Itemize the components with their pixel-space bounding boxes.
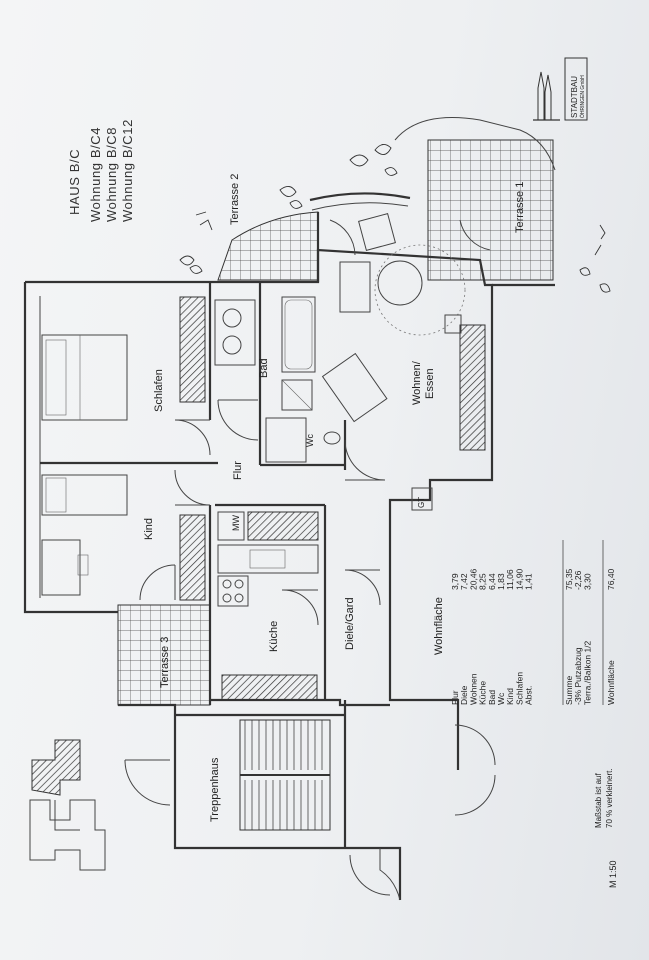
room-label-kind: Kind [143,518,155,540]
area-row-label: Wohnen [468,673,478,705]
room-label-diele: Diele/Gard [344,597,356,650]
room-label-mw: MW [231,515,241,531]
stove [217,575,249,607]
scale-note-1: Maßstab ist auf [594,773,603,828]
room-label-wc: Wc [305,434,315,447]
room-label-terrasse-2: Terrasse 2 [229,174,241,225]
room-label-wohnen: Wohnen/Essen [411,360,436,405]
logo-subtext: ÖHRINGEN GmbH [579,75,586,118]
area-row-label: Kind [505,688,515,705]
area-row-value: 14,90 [514,568,524,590]
room-label-terrasse-1: Terrasse 1 [514,182,526,233]
area-sum-label: Summe [564,675,574,705]
double-sink [214,299,256,366]
area-row-label: Wc [496,692,506,705]
area-row-value: 11,06 [505,569,515,590]
staircase [239,719,331,831]
apartment-2: Wohnung B/C8 [104,127,119,222]
area-sum-value: 75,35 [564,568,574,590]
shower [281,379,313,411]
area-sum-label: -3% Putzabzug [573,647,583,705]
microwave-cabinet [217,511,245,541]
area-sum-value: -2,26 [573,570,583,590]
room-label-flur: Flur [232,461,244,480]
room-label-kueche: Küche [268,621,280,652]
wall-unit [459,324,486,451]
area-sum-label: Terra./Balkon 1/2 [582,640,592,705]
double-bed [41,334,128,421]
room-label-bad: Bad [258,358,270,378]
area-sum-value: 3,30 [582,573,592,590]
kind-wardrobe [179,514,206,601]
single-bed [41,474,128,516]
logo-text: STADTBAU [570,76,579,118]
area-row-label: Diele [459,685,469,705]
area-row-value: 6,44 [487,573,497,590]
area-total-value: 76,40 [606,568,616,590]
terrasse-2-area [217,192,411,281]
plants [179,144,611,293]
toilet [323,431,341,445]
site-orientation-plan [29,739,106,871]
area-row-label: Flur [450,690,460,705]
bathtub [281,296,316,373]
terrasse-1-area [394,117,556,281]
area-row-value: 20,46 [468,568,478,590]
desk [41,539,81,596]
area-row-label: Küche [478,681,488,705]
stadtbau-logo: STADTBAU ÖHRINGEN GmbH [533,57,588,121]
area-row-label: Schlafen [514,672,524,705]
area-row-value: 7,42 [459,573,469,590]
room-label-gt: GT [417,497,426,508]
scale-note-2: 70 % verkleinert. [605,768,614,828]
area-row-value: 1,83 [496,573,506,590]
doors [124,219,496,896]
area-row-label: Bad [487,690,497,705]
stair-outline [239,719,331,831]
scale-label: M 1:50 [608,860,618,888]
area-row-value: 1,41 [524,573,534,590]
area-total-label: Wohnfläche [606,660,616,705]
outer-walls [23,212,555,901]
room-label-terrasse-3: Terrasse 3 [159,637,171,688]
area-table-title: Wohnfläche [433,597,445,655]
apartment-1: Wohnung B/C4 [88,127,103,222]
area-row-value: 3,79 [450,573,460,590]
kitchen-counter [217,544,319,574]
area-row-label: Abst. [524,686,534,705]
armchair [358,213,396,251]
wardrobe [179,296,206,403]
dining-table [321,352,388,423]
room-label-schlafen: Schlafen [153,369,165,412]
round-table [377,260,423,306]
house-title: HAUS B/C [67,149,82,215]
area-row-value: 8,25 [478,573,488,590]
furniture [41,213,486,701]
apartment-3: Wohnung B/C12 [120,119,135,222]
sofa [339,261,371,313]
room-label-treppenhaus: Treppenhaus [209,757,221,822]
